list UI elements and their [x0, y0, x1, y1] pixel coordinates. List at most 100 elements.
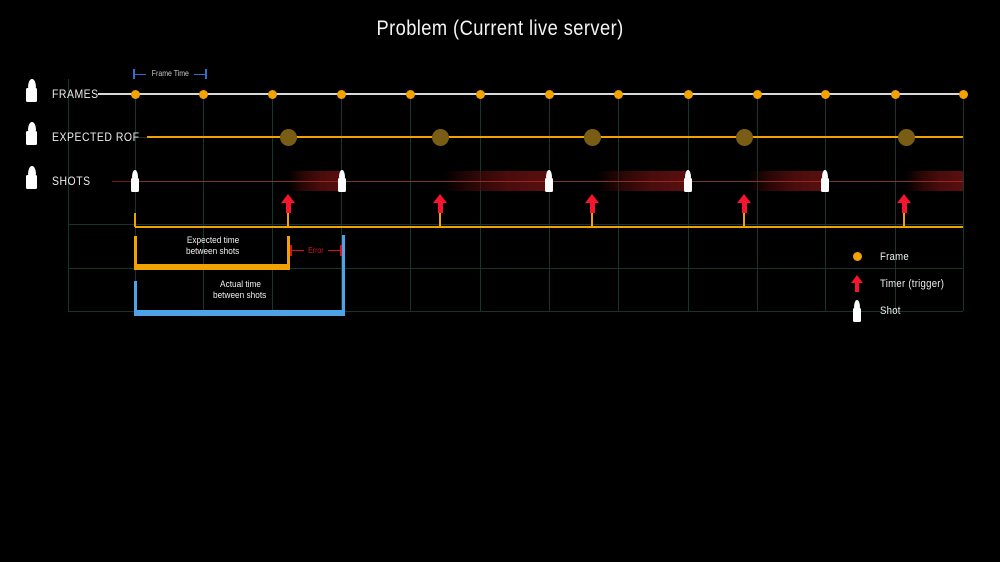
grid-vline — [341, 96, 342, 311]
timeline-tick — [903, 213, 905, 227]
arrow-head — [585, 194, 599, 203]
timer-arrow-icon — [585, 194, 599, 213]
error-measure: Error — [290, 245, 342, 256]
expected-rof-line — [147, 136, 963, 138]
grid-hline — [68, 267, 963, 269]
arrow-shaft — [855, 283, 859, 292]
arrow-shaft — [589, 203, 595, 213]
grid-vline — [272, 96, 273, 311]
frame-dot — [752, 89, 762, 99]
grid-vline — [549, 96, 550, 311]
frame-dot-icon — [852, 252, 862, 261]
frame-dot — [405, 89, 415, 99]
grid-vline — [895, 96, 896, 311]
legend-item-shot: Shot — [848, 297, 954, 324]
expected-bracket-left — [134, 236, 137, 270]
timeline-tick — [287, 213, 289, 227]
shot-bullet-icon — [131, 170, 139, 192]
expected-bracket-bottom — [134, 264, 290, 270]
frame-dot — [613, 89, 623, 99]
grid-vline — [757, 96, 758, 311]
row-label-expected-rof: EXPECTED ROF — [52, 130, 140, 144]
timer-arrow-icon — [737, 194, 751, 213]
arrow-shaft — [741, 203, 747, 213]
shot-bullet-icon — [853, 299, 861, 322]
timeline-bar — [135, 226, 963, 228]
actual-bracket-right — [342, 235, 345, 316]
error-label: Error — [308, 245, 324, 255]
grid-vline — [688, 96, 689, 311]
arrow-head — [851, 275, 863, 283]
legend-item-timer-trigger: Timer (trigger) — [848, 270, 954, 297]
expected-time-label: Expected time between shots — [186, 235, 240, 257]
frame-dot — [198, 89, 208, 99]
legend-label: Frame — [880, 250, 909, 263]
grid-vline — [963, 96, 964, 311]
timeline-tick — [439, 213, 441, 227]
shot-bullet-icon — [26, 166, 37, 189]
grid-vline — [135, 96, 136, 311]
frames-line — [98, 93, 963, 95]
slide-title-text: Problem (Current live server) — [376, 17, 624, 40]
expected-bracket-right — [287, 236, 290, 270]
bullet-body — [821, 178, 829, 192]
arrow-head — [737, 194, 751, 203]
grid-vline — [618, 96, 619, 311]
actual-bracket-bottom — [134, 310, 345, 316]
grid-vline — [410, 96, 411, 311]
expected-rof-circle — [279, 128, 297, 146]
bullet-tip — [546, 170, 552, 178]
timer-arrow-icon — [851, 275, 863, 292]
shot-bullet-icon — [338, 170, 346, 192]
expected-rof-circle — [897, 128, 915, 146]
shots-line — [112, 181, 963, 182]
shot-bullet-icon — [684, 170, 692, 192]
timer-arrow-icon — [433, 194, 447, 213]
frame-dot — [336, 89, 346, 99]
bullet-body — [545, 178, 553, 192]
frame-dot — [890, 89, 900, 99]
bullet-tip — [854, 299, 860, 308]
arrow-shaft — [437, 203, 443, 213]
bullet-body — [338, 178, 346, 192]
legend-label: Shot — [880, 304, 901, 317]
shot-bullet-icon — [848, 299, 866, 322]
timer-arrow-icon — [897, 194, 911, 213]
grid-vline — [480, 96, 481, 311]
grid-vline — [203, 96, 204, 311]
expected-rof-circle — [431, 128, 449, 146]
frame-dot — [475, 89, 485, 99]
arrow-shaft — [285, 203, 291, 213]
bullet-body — [131, 178, 139, 192]
arrow-shaft — [901, 203, 907, 213]
frame-dot — [267, 89, 277, 99]
timer-arrow-icon — [281, 194, 295, 213]
row-label-shots: SHOTS — [52, 174, 91, 188]
frame-dot — [958, 89, 968, 99]
bullet-tip — [685, 170, 691, 178]
frame-dot — [544, 89, 554, 99]
bullet-body — [853, 307, 861, 322]
frame-time-measure: Frame Time — [133, 69, 208, 79]
frame-dot — [130, 89, 140, 99]
bullet-body — [684, 178, 692, 192]
frame-time-label: Frame Time — [151, 69, 189, 78]
actual-bracket-left — [134, 281, 137, 316]
timeline-tick — [743, 213, 745, 227]
actual-time-label: Actual time between shots — [213, 279, 267, 301]
grid-vline — [68, 79, 69, 311]
shot-bullet-icon — [545, 170, 553, 192]
arrow-head — [433, 194, 447, 203]
timeline-tick — [134, 213, 136, 227]
shot-bullet-icon — [26, 79, 37, 102]
timeline-tick — [591, 213, 593, 227]
shot-bullet-icon — [26, 122, 37, 145]
bullet-tip — [822, 170, 828, 178]
expected-rof-circle — [583, 128, 601, 146]
frame-dot-icon — [848, 252, 866, 261]
shot-bullet-icon — [821, 170, 829, 192]
bullet-tip — [339, 170, 345, 178]
row-label-frames: FRAMES — [52, 87, 99, 101]
